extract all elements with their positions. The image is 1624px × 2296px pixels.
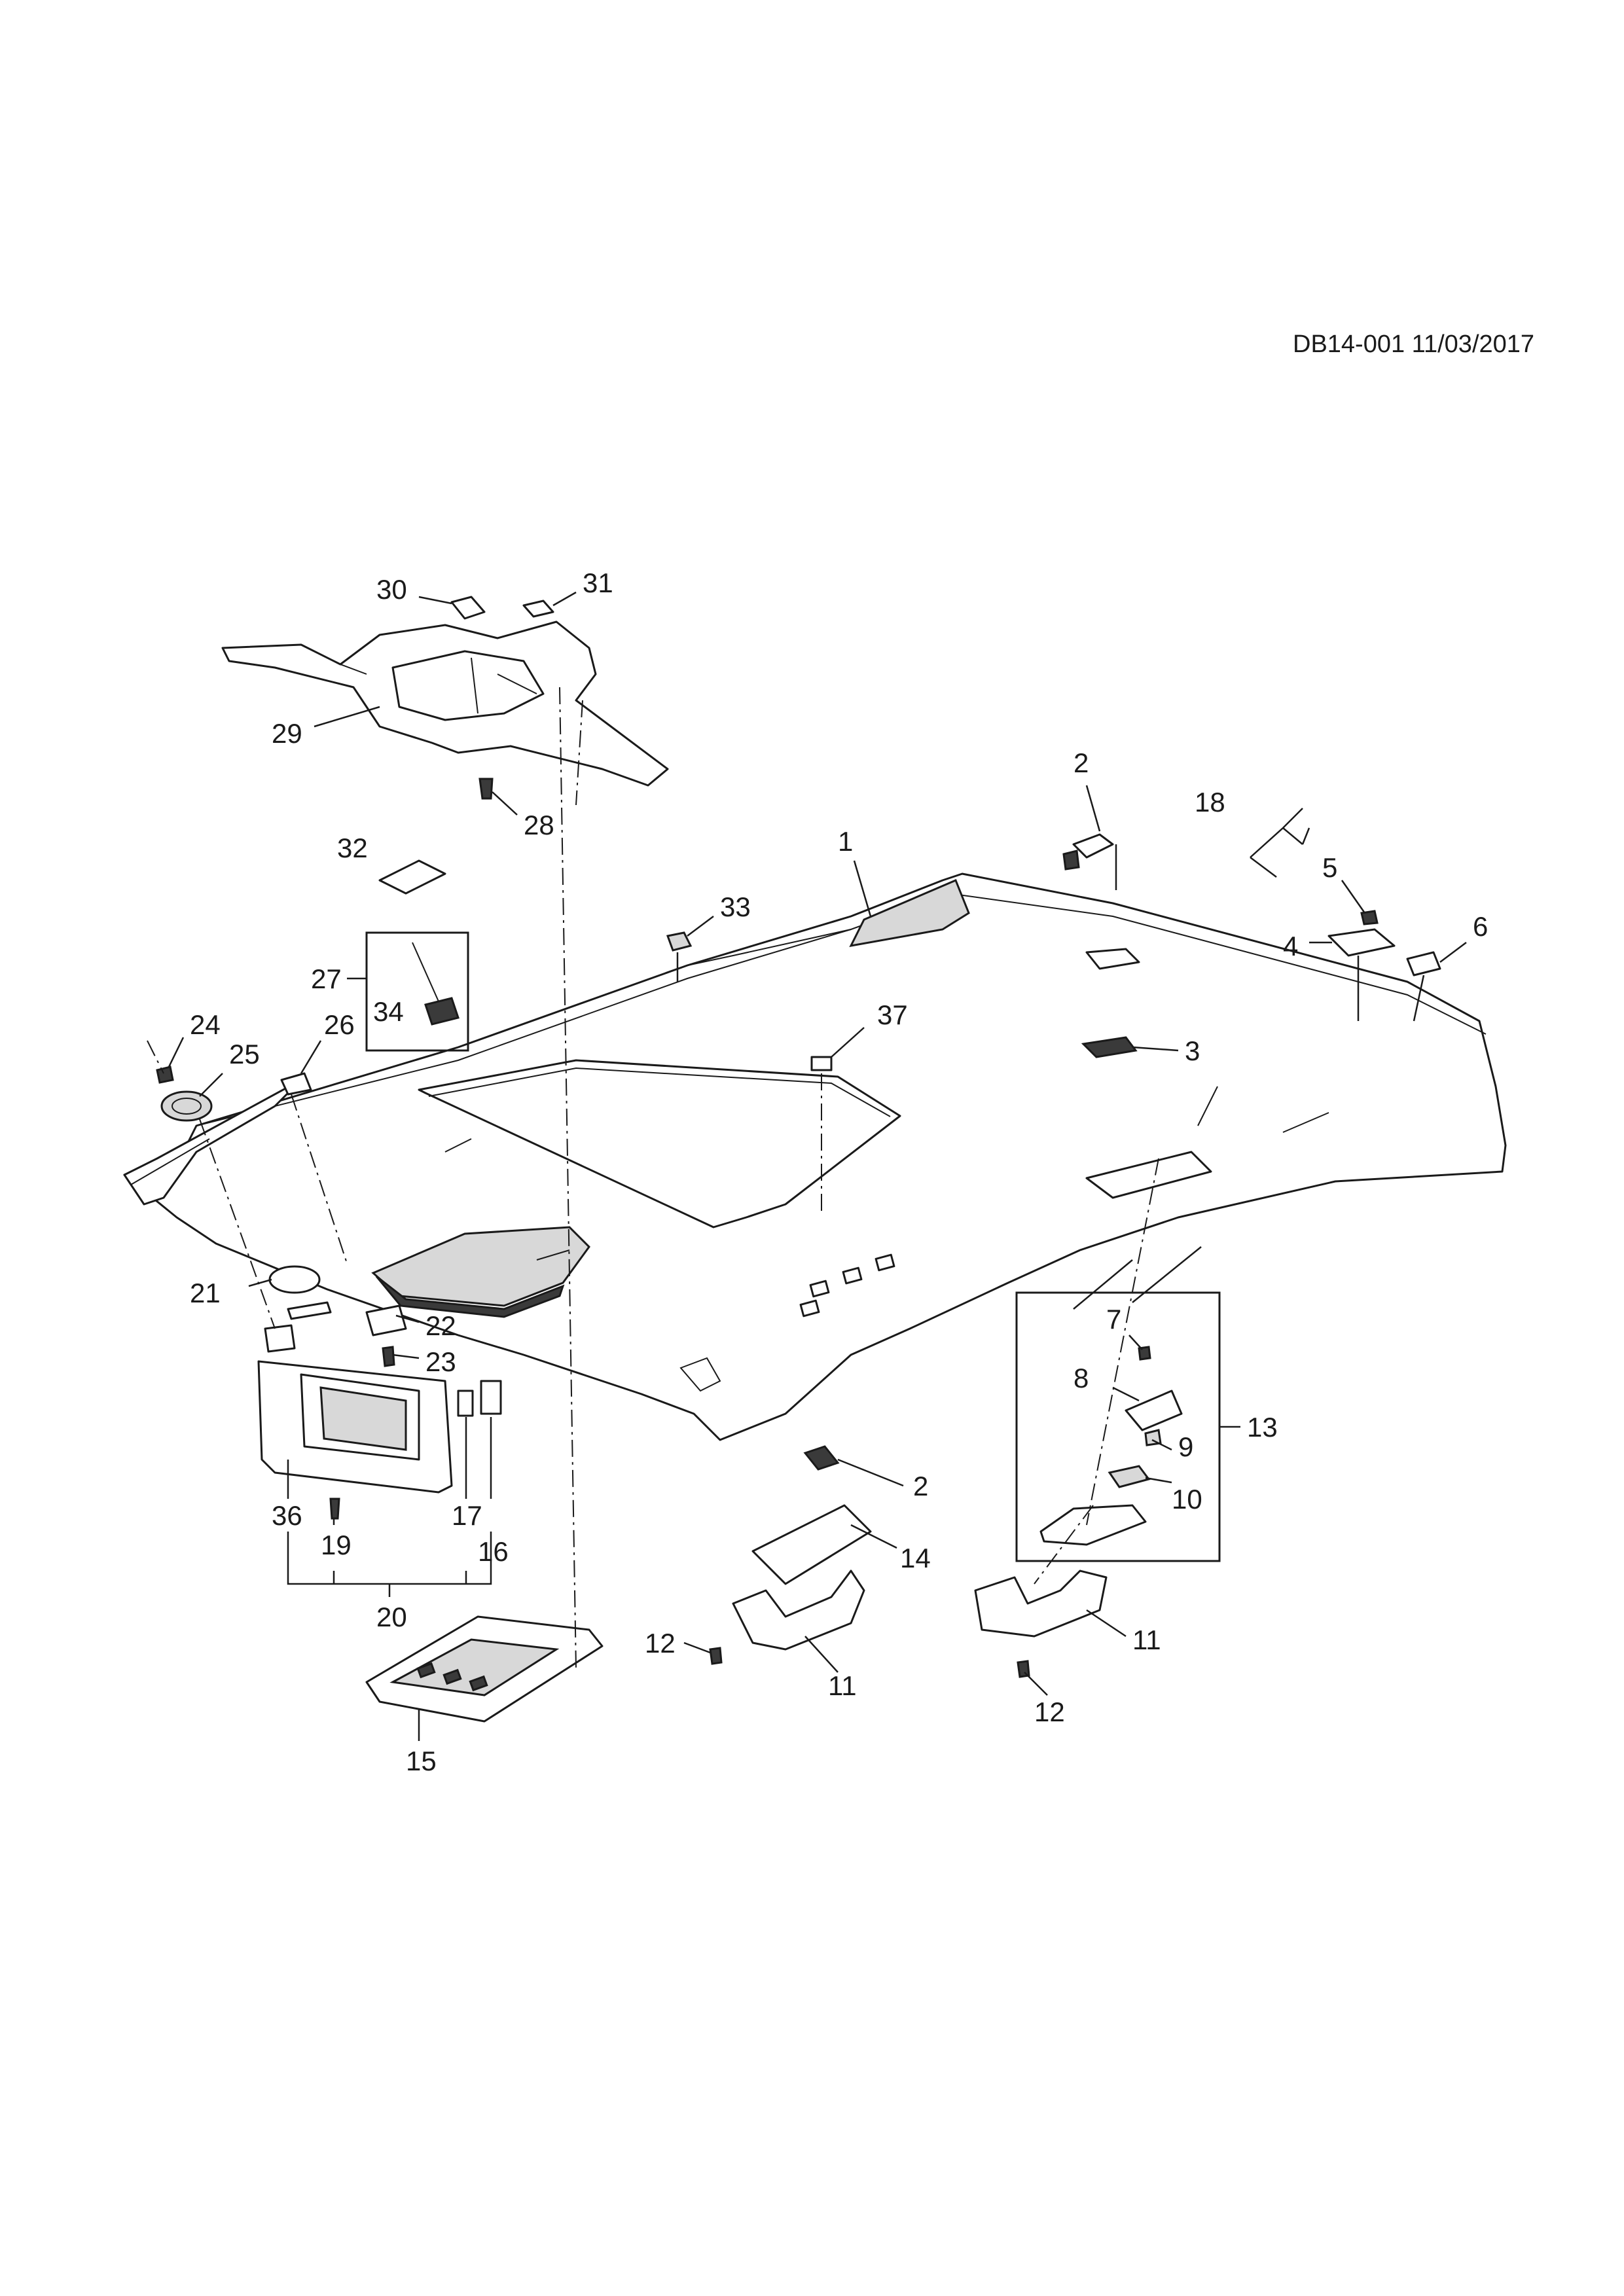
callout-24: 24 — [190, 1009, 221, 1040]
callout-26: 26 — [324, 1009, 355, 1040]
callout-12: 12 — [1034, 1696, 1065, 1727]
roof-frame-bracket — [221, 620, 669, 787]
callout-12: 12 — [645, 1628, 676, 1659]
grommet-part-25 — [160, 1090, 213, 1122]
clip-part-31 — [522, 600, 554, 618]
clip-part-26 — [280, 1072, 312, 1096]
callout-17: 17 — [452, 1500, 482, 1531]
bracket-part-4 — [1327, 928, 1396, 957]
callout-25: 25 — [229, 1039, 260, 1069]
clip-part-6 — [1406, 951, 1441, 977]
callout-18: 18 — [1195, 787, 1225, 817]
callout-2: 2 — [913, 1471, 928, 1501]
callout-10: 10 — [1172, 1484, 1202, 1515]
clip-part-24 — [156, 1066, 174, 1084]
callout-30: 30 — [376, 574, 407, 605]
headliner-panel — [123, 872, 1507, 1441]
callout-32: 32 — [337, 833, 368, 863]
clip-part-5 — [1360, 910, 1379, 925]
sunvisor-assembly — [257, 1324, 502, 1520]
callout-6: 6 — [1473, 911, 1488, 942]
callout-5: 5 — [1322, 852, 1337, 883]
callout-27: 27 — [311, 963, 342, 994]
mirror-cover-part-21 — [268, 1265, 321, 1294]
assist-handle-right — [974, 1570, 1108, 1678]
detail-box-27-34 — [365, 931, 469, 1052]
callout-15: 15 — [406, 1746, 437, 1776]
callout-33: 33 — [720, 891, 751, 922]
connector-part-2-upper — [1072, 833, 1114, 859]
callout-11: 11 — [828, 1670, 857, 1701]
tape-part-37 — [810, 1056, 833, 1071]
callout-8: 8 — [1074, 1363, 1089, 1393]
callout-9: 9 — [1178, 1431, 1193, 1462]
callout-20: 20 — [376, 1602, 407, 1632]
screw-part-28 — [478, 778, 494, 800]
callout-31: 31 — [583, 567, 613, 598]
screw-part-23 — [382, 1346, 395, 1367]
callout-14: 14 — [900, 1543, 931, 1573]
callout-13: 13 — [1247, 1412, 1278, 1443]
callout-labels: 1 2 2 3 4 5 6 7 8 9 10 11 11 12 12 13 14… — [190, 567, 1488, 1776]
callout-28: 28 — [524, 810, 554, 840]
callout-11: 11 — [1132, 1624, 1161, 1655]
clip-part-33 — [666, 931, 693, 952]
diagram-reference: DB14-001 11/03/2017 — [1293, 331, 1535, 358]
callout-7: 7 — [1106, 1304, 1121, 1335]
clip-part-22 — [365, 1304, 407, 1336]
callout-29: 29 — [272, 718, 302, 749]
callout-3: 3 — [1185, 1035, 1200, 1066]
overhead-console — [365, 1615, 604, 1723]
assist-handle-center — [709, 1445, 872, 1665]
callout-1: 1 — [838, 826, 853, 857]
callout-2: 2 — [1074, 747, 1089, 778]
callout-21: 21 — [190, 1278, 221, 1308]
callout-19: 19 — [321, 1530, 352, 1560]
callout-22: 22 — [425, 1310, 456, 1341]
callout-34: 34 — [373, 996, 404, 1027]
callout-37: 37 — [877, 999, 908, 1030]
callout-23: 23 — [425, 1346, 456, 1377]
leader-lines — [147, 591, 1467, 1741]
callout-36: 36 — [272, 1500, 302, 1531]
callout-4: 4 — [1283, 931, 1298, 961]
callout-16: 16 — [478, 1536, 509, 1567]
pad-part-32 — [378, 859, 446, 895]
clip-part-30 — [450, 596, 486, 620]
